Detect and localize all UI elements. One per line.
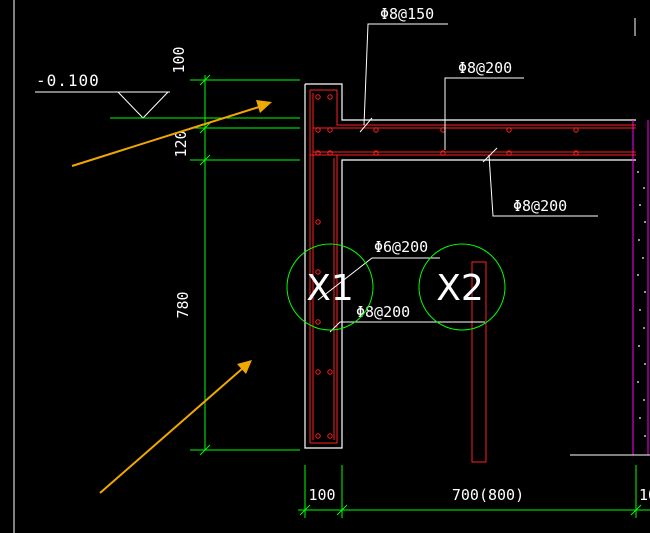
x2-post [471, 261, 487, 463]
concrete-outline [304, 83, 636, 449]
dim-vertical-780: 780 [174, 291, 192, 318]
annotation-top [359, 23, 448, 133]
section-label-x1: X1 [306, 268, 354, 309]
rebar-label-x1: Φ6@200 [374, 238, 428, 256]
section-circle-x1 [286, 243, 374, 331]
dim-vertical-120: 120 [172, 130, 190, 157]
arrow-top [71, 100, 272, 167]
rebar-label-top: Φ8@150 [380, 5, 434, 23]
rebar-label-right: Φ8@200 [513, 197, 567, 215]
section-label-x2: X2 [436, 268, 484, 309]
rebar-cage [309, 89, 636, 444]
section-circle-x2 [418, 243, 506, 331]
rebar-dots [315, 94, 579, 439]
annotation-mid [444, 77, 524, 150]
dim-horizontal-700: 700(800) [452, 486, 524, 504]
rebar-label-mid: Φ8@200 [458, 59, 512, 77]
rebar-label-x1b: Φ8@200 [356, 303, 410, 321]
annotation-right [482, 147, 598, 217]
arrow-bottom [99, 360, 252, 494]
elevation-label: -0.100 [36, 71, 100, 90]
dim-horizontal-10: 10 [639, 486, 650, 504]
wall-hatch [637, 171, 646, 437]
horizontal-dimension [298, 465, 650, 518]
dim-vertical-100: 100 [170, 46, 188, 73]
vertical-dimension [190, 74, 300, 456]
dim-horizontal-100: 100 [308, 486, 335, 504]
